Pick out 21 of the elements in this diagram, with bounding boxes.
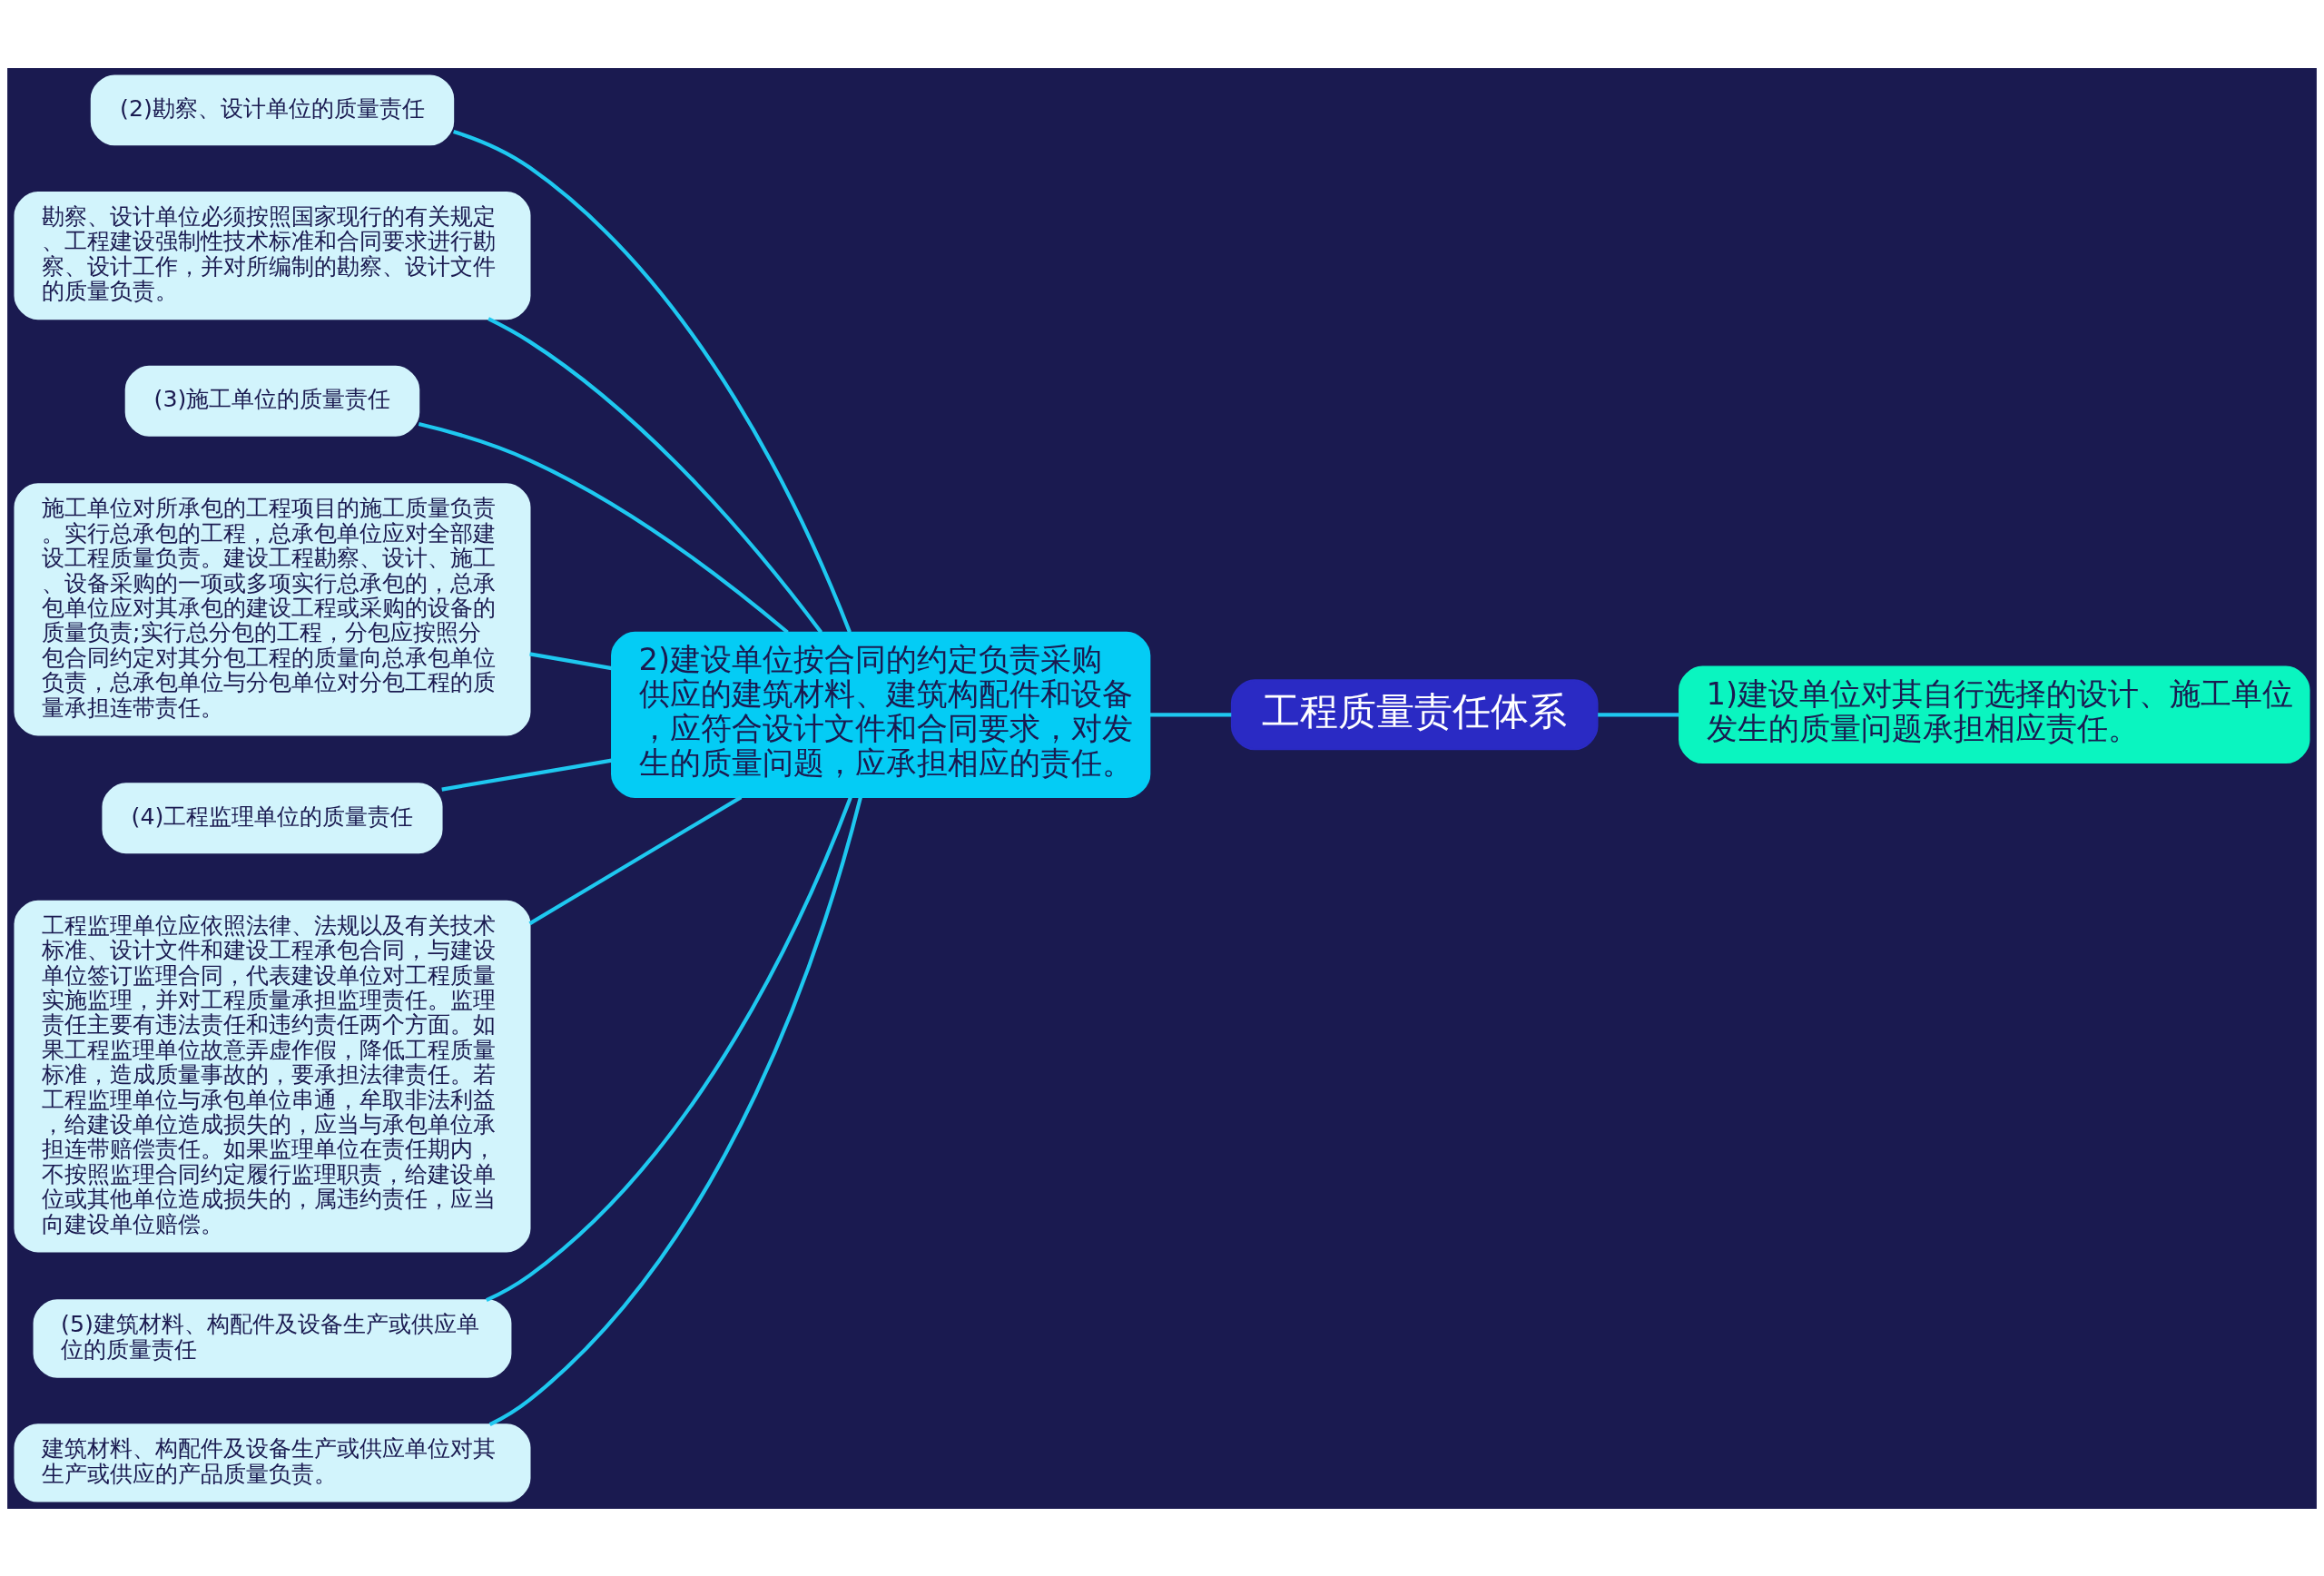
connector: [488, 796, 862, 1426]
connector: [487, 316, 823, 634]
node-box: 2)建设单位按合同的约定负责采购供应的建筑材料、建筑构配件和设备，应符合设计文件和合同要求，对发生的质量问题，应承担相应的责任。: [611, 631, 1151, 798]
node-box: 施工单位对所承包的工程项目的施工质量负责。实行总承包的工程，总承包单位应对全部建设工程质量负责。建设工程勘察、设计、施工、设备采购的一项或多项实行总承包的，总承包单位应对其承包的建设工程或采购的设备的质量负责;实行总分包的工程，分包应按照分包合同约定对其分包工程的质量向总承包单位负责，总承包单位与分包单位对分包工程的质量承担连带责任。: [14, 482, 531, 736]
connector: [1149, 712, 1232, 716]
connector: [418, 421, 789, 634]
connector: [441, 758, 613, 792]
node-box: 勘察、设计单位必须按照国家现行的有关规定、工程建设强制性技术标准和合同要求进行勘察、设计工作，并对所编制的勘察、设计文件的质量负责。: [14, 191, 531, 320]
connector: [529, 651, 613, 670]
connector: [453, 129, 852, 633]
node-box: 工程质量责任体系: [1230, 678, 1599, 750]
node-box: 建筑材料、构配件及设备生产或供应单位对其生产或供应的产品质量负责。: [14, 1423, 531, 1502]
connector: [1598, 712, 1679, 716]
node-box: (5)建筑材料、构配件及设备生产或供应单位的质量责任: [33, 1298, 512, 1378]
node-box: (2)勘察、设计单位的质量责任: [90, 74, 455, 145]
node-box: 工程监理单位应依照法律、法规以及有关技术标准、设计文件和建设工程承包合同，与建设单位签订监理合同，代表建设单位对工程质量实施监理，并对工程质量承担监理责任。监理责任主要有违法责任和违约责任两个方面。如果工程监理单位故意弄虚作假，降低工程质量标准，造成质量事故的，要承担法律责任。若工程监理单位与承包单位串通，牟取非法利益，给建设单位造成损失的，应当与承包单位承担连带赔偿责任。如果监理单位在责任期内，不按照监理合同约定履行监理职责，给建设单位或其他单位造成损失的，属违约责任，应当向建设单位赔偿。: [14, 900, 531, 1253]
node-box: 1)建设单位对其自行选择的设计、施工单位发生的质量问题承担相应责任。: [1679, 665, 2310, 763]
node-box: (4)工程监理单位的质量责任: [102, 782, 443, 853]
connector: [528, 794, 743, 925]
connector: [485, 796, 852, 1302]
node-box: (3)施工单位的质量责任: [124, 365, 420, 437]
